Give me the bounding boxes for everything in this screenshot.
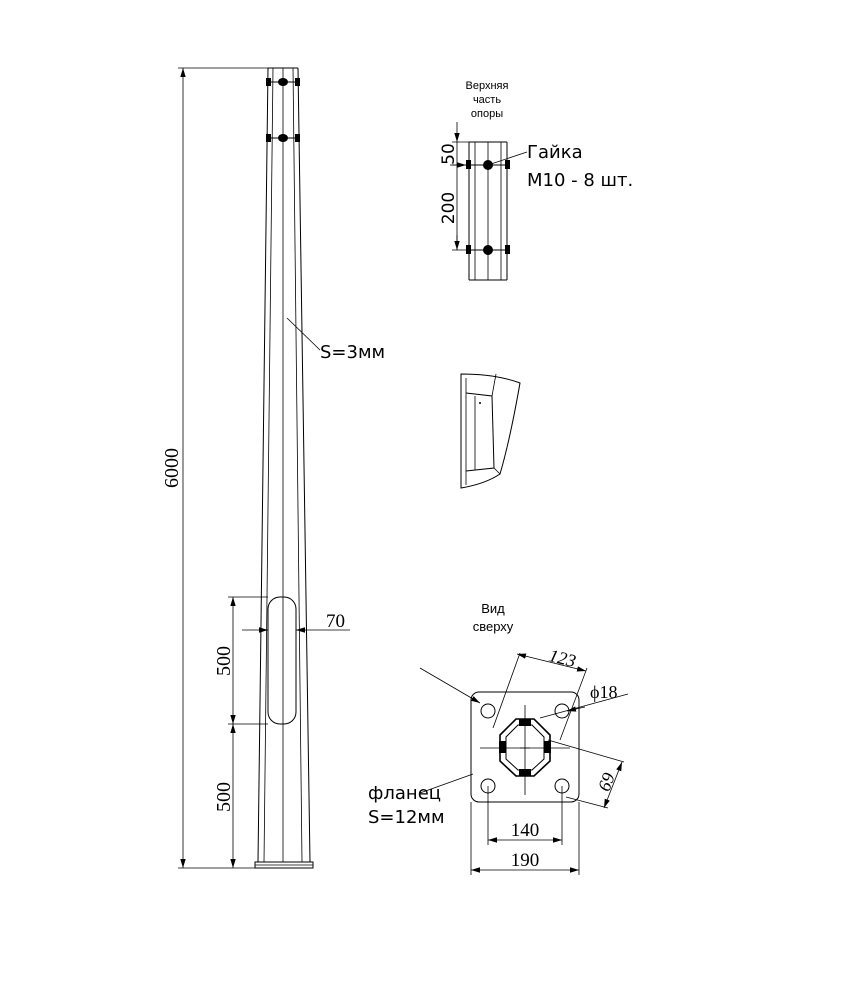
wall-thickness-label: S=3мм [320,342,385,363]
door-detail [460,373,521,489]
pole-nut-second [266,134,300,142]
dim-top-50: 50 [439,143,459,165]
dim-hole-spacing-140: 140 [511,820,540,841]
dim-slot-width-70: 70 [326,611,345,632]
nut-label-line2: М10 - 8 шт. [527,170,633,191]
flange-hole-tl [480,703,496,719]
dim-octagon-69: 69 [594,770,619,794]
dim-top-200: 200 [439,192,459,224]
dim-slot-length-500: 500 [213,646,235,676]
nut-label-line1: Гайка [527,142,583,163]
view-title-line2: сверху [473,619,514,634]
dim-hole-d18: ϕ18 [590,682,617,702]
top-title-line2: часть [473,94,501,106]
dim-plate-width-190: 190 [511,850,540,871]
top-part-detail: Верхняя часть опоры 50 20 [439,80,633,281]
dim-height-6000: 6000 [161,448,183,488]
top-title-line3: опоры [471,108,503,120]
view-title-line1: Вид [481,601,505,616]
dim-diagonal-123: 123 [547,645,578,671]
pole-side-view: 6000 S=3мм 70 500 500 [161,67,385,869]
inspection-slot [267,596,297,725]
top-title-line1: Верхняя [466,80,509,92]
top-nut-lower [466,245,510,255]
flange-label-line2: S=12мм [368,807,445,828]
flange-top-view: Вид сверху 123 ϕ18 [368,601,629,875]
dim-slot-offset-500: 500 [213,782,235,812]
pole-nut-top [266,78,300,86]
flange-plate [470,691,580,803]
flange-label-line1: фланец [368,783,441,804]
